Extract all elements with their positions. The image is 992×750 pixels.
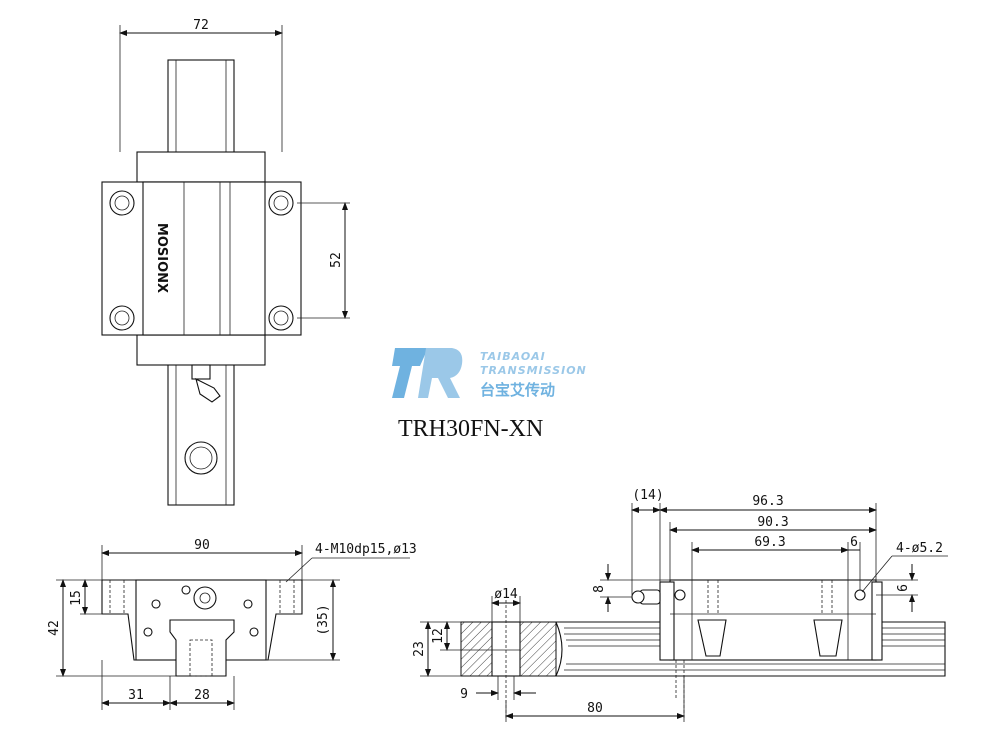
front-view-rail bbox=[169, 619, 235, 677]
front-view: 90 4-M10dp15,ø13 42 15 (35) 31 28 bbox=[47, 538, 417, 710]
dim-side-hole-height: 6 bbox=[896, 584, 911, 592]
dim-front-ref: (35) bbox=[316, 604, 331, 635]
dim-front-flange: 15 bbox=[69, 590, 84, 606]
dim-side-cbore-depth: 12 bbox=[431, 628, 446, 644]
dim-top-width: 72 bbox=[193, 18, 209, 33]
front-view-grease-nipple bbox=[193, 586, 217, 610]
dim-side-hole-dia: 9 bbox=[460, 687, 468, 702]
dim-front-height: 42 bbox=[47, 620, 62, 636]
model-title: TRH30FN-XN bbox=[398, 416, 543, 442]
dim-front-rail-width: 28 bbox=[194, 688, 210, 703]
dim-side-ref-length: (14) bbox=[632, 488, 663, 503]
brand-logo: TAIBAOAI TRANSMISSION 台宝艾传动 bbox=[392, 348, 587, 399]
dim-side-cbore: ø14 bbox=[494, 587, 518, 602]
dim-side-body-length: 90.3 bbox=[757, 515, 788, 530]
top-view-mount-holes bbox=[109, 190, 294, 331]
side-hole-callout: 4-ø5.2 bbox=[896, 541, 943, 556]
brand-name-cn: 台宝艾传动 bbox=[480, 381, 555, 399]
dim-front-left-offset: 31 bbox=[128, 688, 144, 703]
dim-side-hole-pitch: 69.3 bbox=[754, 535, 785, 550]
dim-side-pitch: 80 bbox=[587, 701, 603, 716]
dim-top-hole-pitch: 52 bbox=[329, 252, 344, 268]
dim-side-hole-offset: 6 bbox=[850, 535, 858, 550]
top-view-end-seal-bottom bbox=[136, 334, 266, 366]
dim-side-total-length: 96.3 bbox=[752, 494, 783, 509]
top-view-grease-nipple bbox=[191, 364, 221, 403]
dim-side-rail-height: 23 bbox=[412, 641, 427, 657]
dim-front-width: 90 bbox=[194, 538, 210, 553]
brand-name-en-1: TAIBAOAI bbox=[480, 350, 546, 363]
top-view-end-seal bbox=[136, 151, 266, 183]
top-view: MOSIONX 72 52 bbox=[101, 18, 350, 506]
dim-side-nipple-height: 8 bbox=[592, 585, 607, 593]
block-brand-marking: MOSIONX bbox=[154, 223, 169, 293]
brand-logo-icon bbox=[392, 348, 428, 398]
side-view: (14) 96.3 90.3 69.3 6 4-ø5.2 6 8 bbox=[412, 488, 948, 722]
front-hole-callout: 4-M10dp15,ø13 bbox=[315, 542, 417, 557]
brand-name-en-2: TRANSMISSION bbox=[480, 364, 587, 377]
